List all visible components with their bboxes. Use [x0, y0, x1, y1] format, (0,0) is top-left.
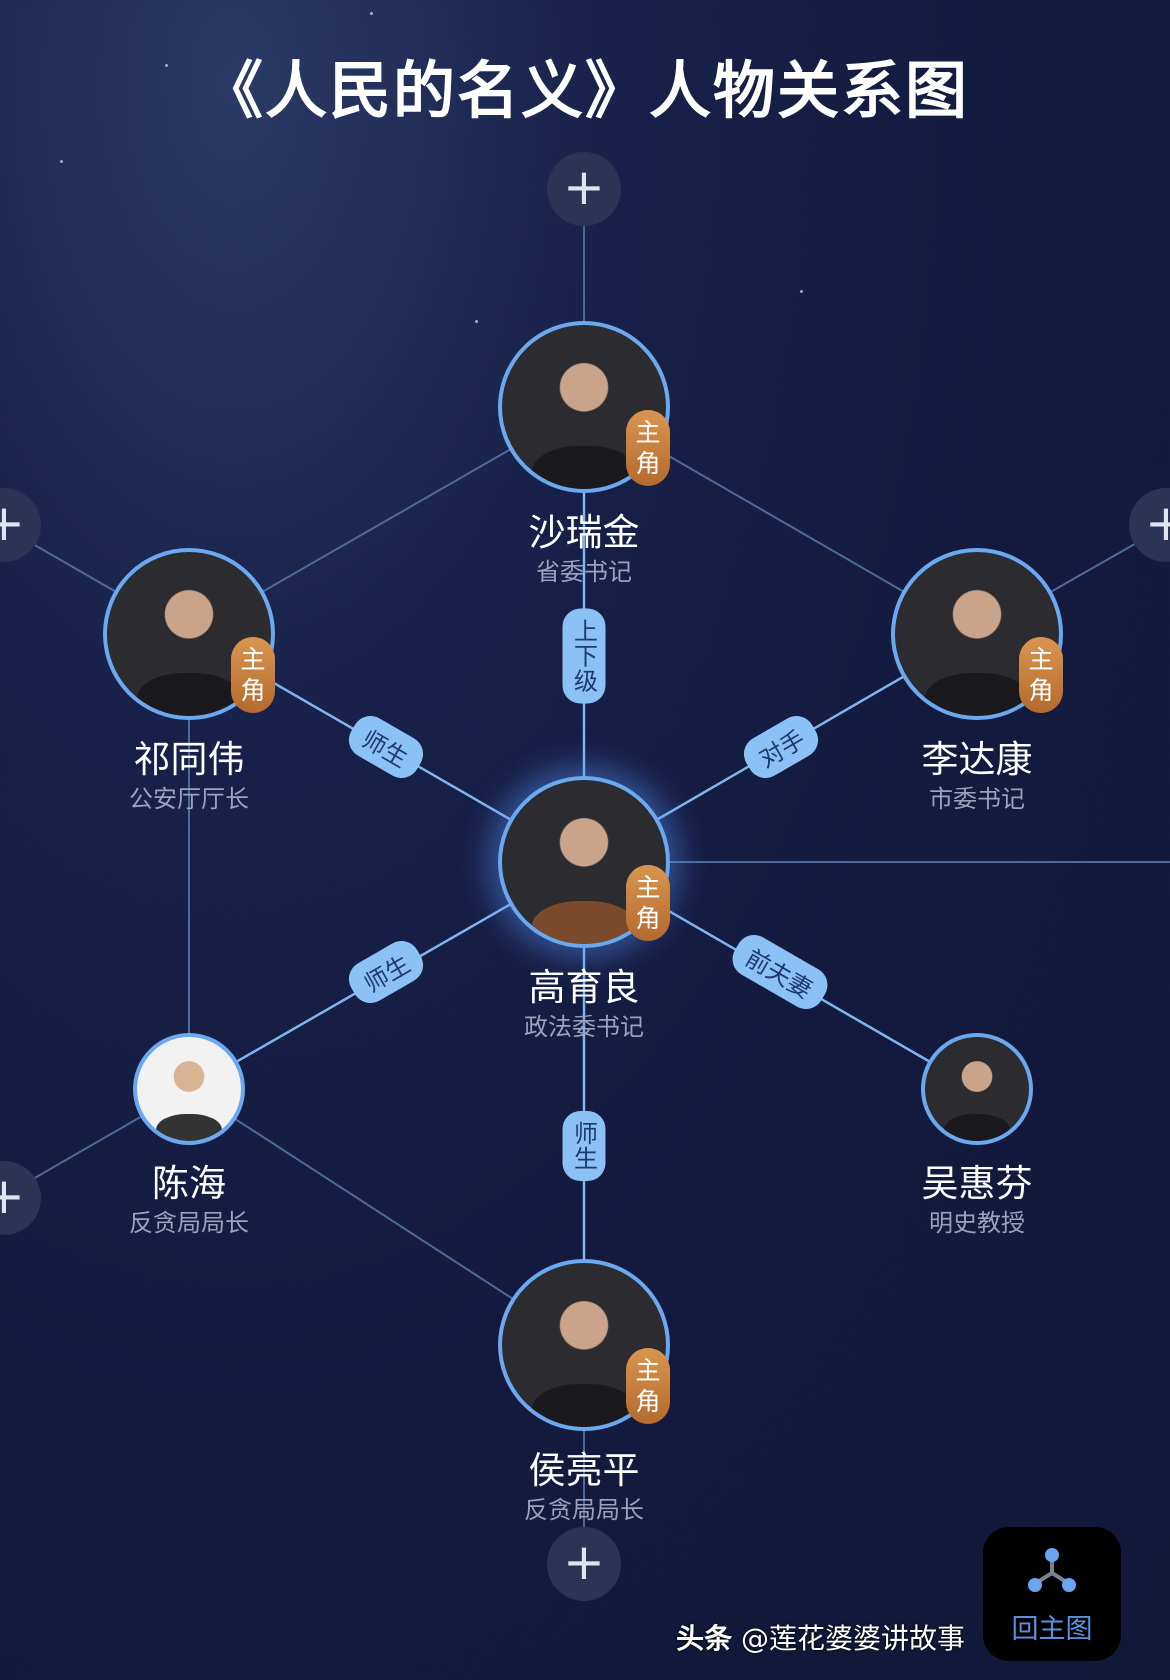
node-name: 祁同伟	[133, 738, 245, 781]
relation-label: 上下级	[562, 608, 606, 704]
node-name: 吴惠芬	[921, 1162, 1033, 1205]
node-role: 反贪局局长	[524, 1496, 644, 1524]
relation-label: 师生	[562, 1111, 606, 1181]
lead-role-badge: 主角	[626, 410, 670, 486]
lead-role-badge: 主角	[231, 637, 275, 713]
node-name: 陈海	[152, 1162, 226, 1205]
star	[800, 290, 803, 293]
watermark-source: 头条	[676, 1622, 733, 1655]
avatar-hou-liangping[interactable]	[498, 1259, 670, 1431]
star	[165, 64, 168, 67]
node-role: 市委书记	[929, 785, 1025, 813]
page-title: 《人民的名义》人物关系图	[200, 54, 969, 127]
watermark: 头条 @莲花婆婆讲故事	[676, 1617, 965, 1657]
node-role: 反贪局局长	[129, 1209, 249, 1237]
star	[370, 12, 373, 15]
avatar-chen-hai[interactable]	[133, 1033, 245, 1145]
back-to-main-graph-label: 回主图	[1011, 1614, 1093, 1645]
node-name: 侯亮平	[528, 1449, 640, 1492]
watermark-author: @莲花婆婆讲故事	[740, 1622, 965, 1655]
lead-role-badge: 主角	[1019, 637, 1063, 713]
node-name: 高育良	[528, 966, 640, 1009]
node-name: 沙瑞金	[528, 511, 640, 554]
star	[475, 320, 478, 323]
node-role: 明史教授	[929, 1209, 1025, 1237]
expand-plus-button[interactable]: +	[547, 152, 621, 226]
node-role: 政法委书记	[524, 1013, 644, 1041]
expand-plus-button[interactable]: +	[547, 1527, 621, 1601]
avatar-sha-ruijin[interactable]	[498, 321, 670, 493]
avatar-wu-huifen[interactable]	[921, 1033, 1033, 1145]
node-role: 省委书记	[536, 558, 632, 586]
lead-role-badge: 主角	[626, 1348, 670, 1424]
node-name: 李达康	[921, 738, 1033, 781]
node-role: 公安厅厅长	[129, 785, 249, 813]
star	[60, 160, 63, 163]
back-to-main-graph-button[interactable]: 回主图	[983, 1527, 1121, 1661]
graph-node-icon	[1028, 1548, 1076, 1592]
avatar-qi-tongwei[interactable]	[103, 548, 275, 720]
lead-role-badge: 主角	[626, 865, 670, 941]
